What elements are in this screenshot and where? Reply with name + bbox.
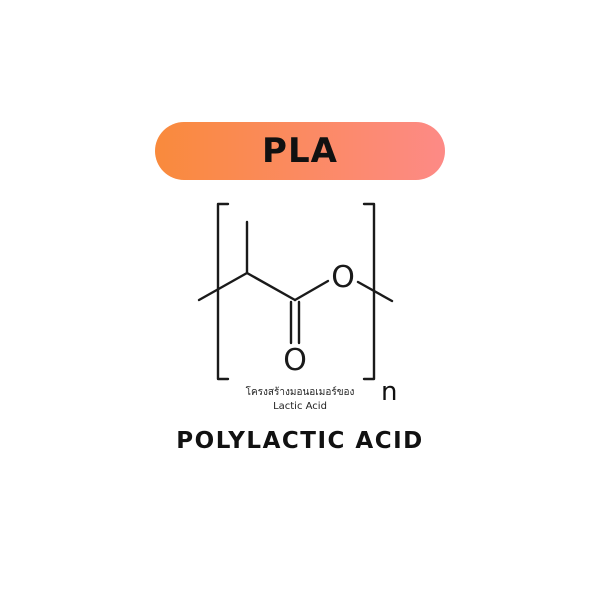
caption-english: Lactic Acid [273,401,327,412]
left-chain-bond [197,271,249,302]
carbon-carbon-bond [245,271,297,302]
banner-title: PLA [262,131,338,171]
carbonyl-oxygen-label: O [283,343,307,378]
left-bracket [216,202,230,381]
ester-oxygen-label: O [331,260,355,295]
carbon-oxygen-bond [293,279,330,302]
title-banner: PLA [155,122,445,180]
right-bracket [362,202,376,381]
caption-thai: โครงสร้างมอนอเมอร์ของ [245,387,355,398]
right-chain-bond [356,280,394,303]
repeat-subscript: n [381,377,398,407]
polymer-full-name: POLYLACTIC ACID [176,428,424,454]
